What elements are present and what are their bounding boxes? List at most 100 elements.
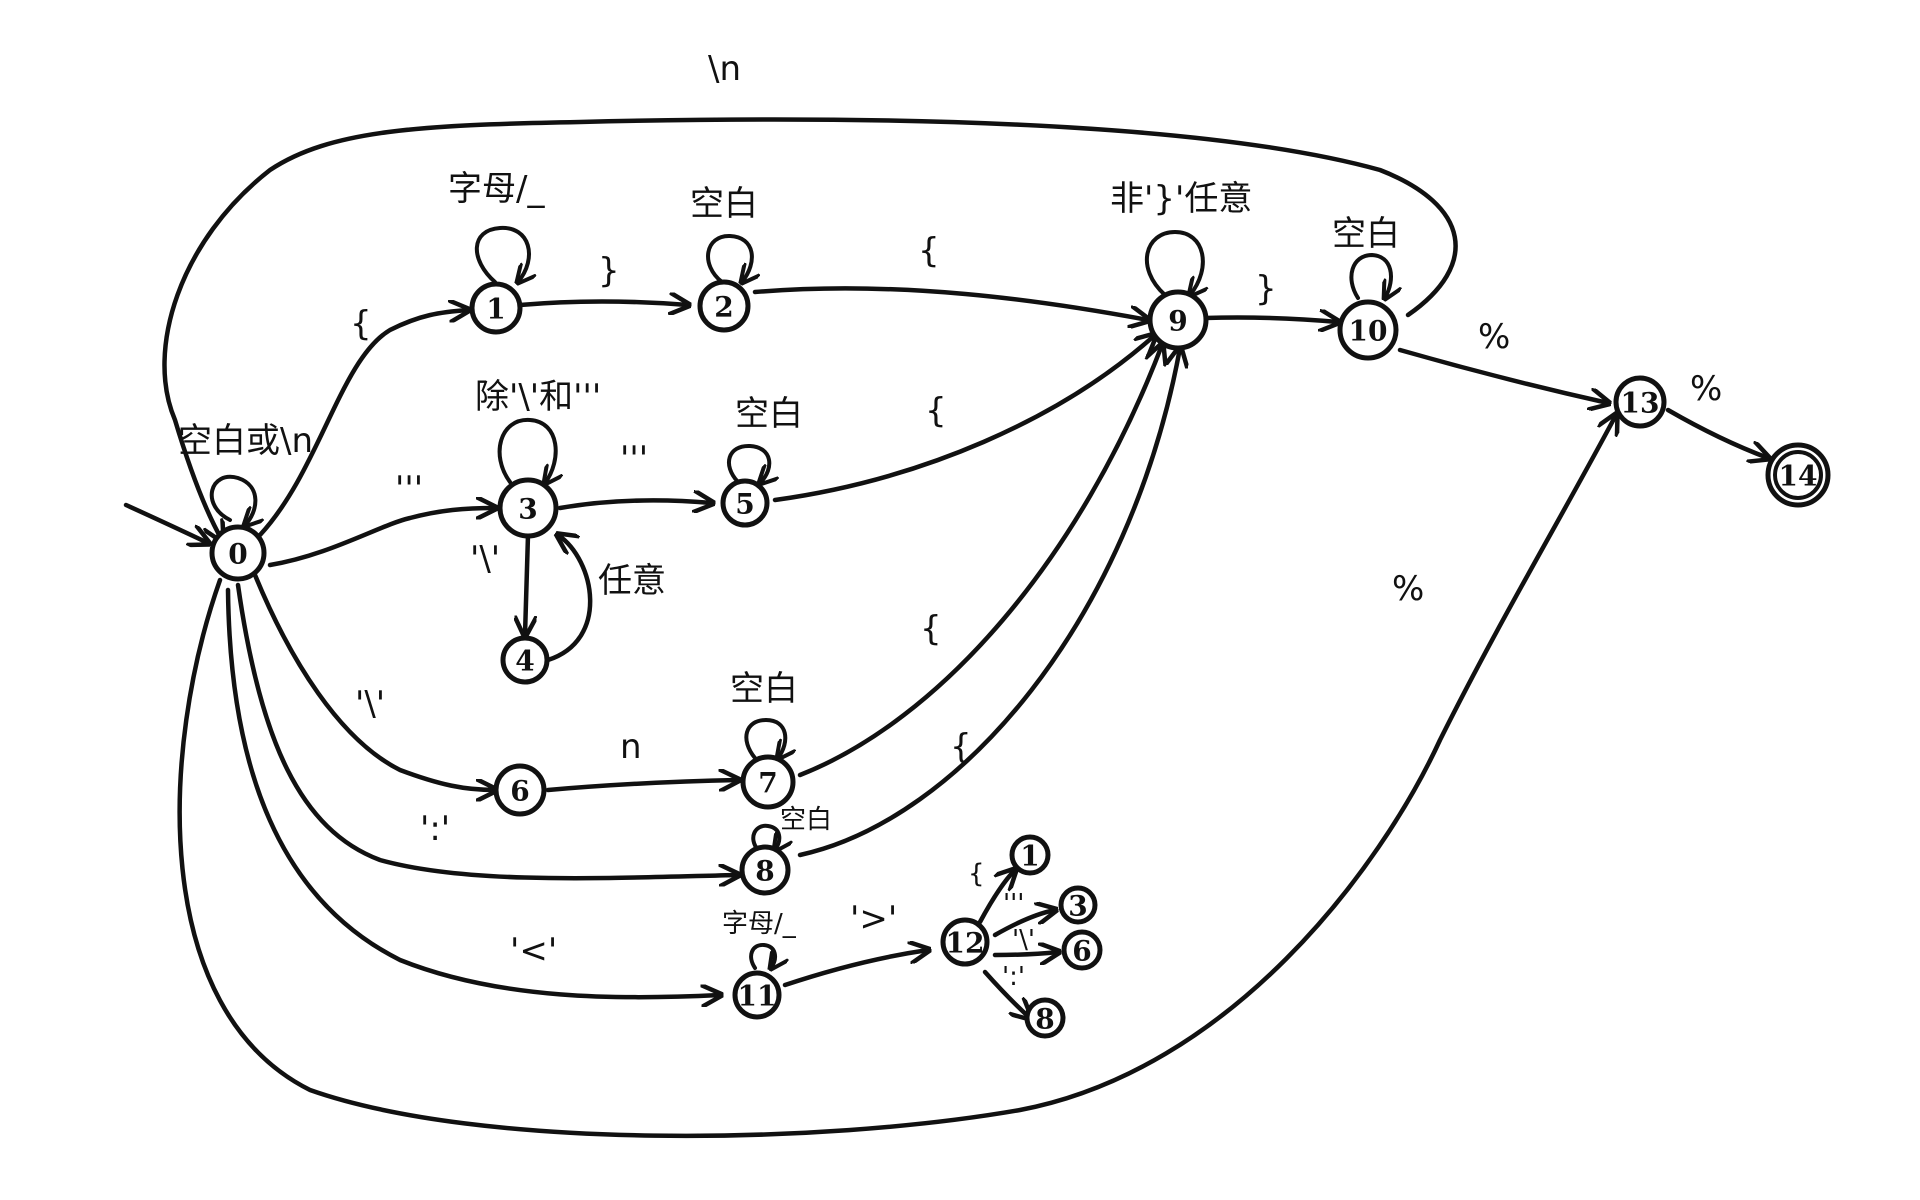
label-e-0-13: % bbox=[1392, 569, 1424, 609]
edge-0-8 bbox=[235, 582, 738, 878]
label-loop-s0: 空白或\n bbox=[178, 421, 313, 461]
label-e-9-10: } bbox=[1255, 269, 1277, 309]
label-e-12-1: { bbox=[968, 859, 985, 889]
label-e-12-6: '\' bbox=[1012, 925, 1035, 955]
state-label: 6 bbox=[1072, 935, 1091, 968]
state-label: 10 bbox=[1349, 315, 1388, 348]
state-node-s7: 7 bbox=[740, 754, 796, 810]
state-node-s14: 14 bbox=[1765, 442, 1831, 508]
state-circle bbox=[1613, 375, 1667, 429]
state-circle bbox=[1009, 834, 1051, 876]
state-node-r8: 8 bbox=[1024, 997, 1066, 1039]
label-e-0-3: ''' bbox=[395, 469, 423, 509]
edge-13-14 bbox=[1665, 407, 1768, 458]
edge-0-6 bbox=[252, 572, 495, 790]
label-e-8-9: { bbox=[950, 727, 972, 767]
state-node-s8: 8 bbox=[739, 844, 791, 896]
loop-s7 bbox=[744, 717, 785, 758]
state-circle bbox=[1024, 997, 1066, 1039]
state-label: 2 bbox=[714, 291, 733, 324]
state-node-s13: 13 bbox=[1613, 375, 1667, 429]
start-arrow bbox=[123, 502, 208, 543]
edge-12-r3 bbox=[992, 910, 1055, 938]
loop-s9 bbox=[1145, 229, 1203, 295]
state-label: 6 bbox=[510, 775, 529, 808]
edge-3-5 bbox=[557, 500, 712, 508]
state-circle bbox=[740, 754, 796, 810]
label-e-0-1: { bbox=[350, 304, 372, 344]
state-node-s2: 2 bbox=[697, 279, 751, 333]
label-e-12-3: ''' bbox=[1003, 889, 1024, 919]
edge-0-11 bbox=[225, 587, 720, 997]
edge-5-9 bbox=[772, 335, 1155, 503]
edge-11-12 bbox=[782, 950, 928, 988]
loop-s0 bbox=[209, 474, 256, 525]
label-loop-s2: 空白 bbox=[690, 184, 758, 224]
state-node-s0: 0 bbox=[209, 524, 267, 582]
self-loops bbox=[209, 225, 1391, 968]
edge-12-r1 bbox=[977, 870, 1015, 925]
edge-0-3 bbox=[267, 508, 495, 568]
edge-10-13 bbox=[1397, 347, 1608, 403]
label-e-0-11: '<' bbox=[510, 931, 557, 971]
state-node-s3: 3 bbox=[497, 477, 559, 539]
label-loop-s11: 字母/_ bbox=[722, 909, 797, 939]
label-e-7-9: { bbox=[920, 609, 942, 649]
state-node-r6: 6 bbox=[1061, 929, 1103, 971]
edge-3-4 bbox=[525, 532, 528, 635]
state-label: 1 bbox=[486, 293, 505, 326]
state-node-s4: 4 bbox=[500, 635, 550, 685]
state-circle bbox=[469, 281, 523, 335]
label-e-13-14: % bbox=[1690, 369, 1722, 409]
label-e-10-13: % bbox=[1478, 317, 1510, 357]
state-label: 13 bbox=[1621, 387, 1660, 420]
state-node-r1: 1 bbox=[1009, 834, 1051, 876]
labels: \n 空白或\n 字母/_ 空白 除'\'和''' 空白 空白 空白 非'}'任… bbox=[178, 49, 1722, 992]
label-e-6-7: n bbox=[620, 727, 642, 767]
label-loop-s9: 非'}'任意 bbox=[1110, 179, 1252, 219]
state-node-r3: 3 bbox=[1058, 885, 1098, 925]
label-e-12-8: ':' bbox=[1002, 962, 1025, 992]
edge-4-3 bbox=[545, 535, 593, 663]
state-node-s5: 5 bbox=[720, 478, 770, 528]
label-loop-s5: 空白 bbox=[735, 394, 803, 434]
state-circle bbox=[1061, 929, 1103, 971]
label-e-1-2: } bbox=[598, 251, 620, 291]
state-label: 4 bbox=[515, 645, 534, 678]
loop-s11 bbox=[749, 942, 775, 968]
loop-s1 bbox=[474, 225, 529, 282]
state-circle bbox=[1147, 289, 1209, 351]
accepting-ring bbox=[1773, 450, 1823, 500]
loop-s5 bbox=[727, 443, 769, 483]
state-circle bbox=[697, 279, 751, 333]
edge-2-9 bbox=[752, 286, 1148, 320]
state-circle bbox=[1337, 299, 1399, 361]
state-label: 3 bbox=[518, 493, 537, 526]
edge-7-9 bbox=[797, 345, 1162, 778]
label-e-4-3: 任意 bbox=[598, 561, 666, 601]
loop-s8 bbox=[751, 823, 779, 850]
edge-8-9 bbox=[797, 348, 1180, 858]
label-loop-s8: 空白 bbox=[780, 805, 832, 835]
state-label: 1 bbox=[1020, 840, 1039, 873]
loop-s2 bbox=[706, 233, 752, 282]
state-label: 3 bbox=[1068, 890, 1087, 923]
edge-12-r6 bbox=[992, 952, 1058, 955]
state-node-s10: 10 bbox=[1337, 299, 1399, 361]
edge-9-10 bbox=[1202, 318, 1338, 323]
label-loop-s10: 空白 bbox=[1332, 214, 1400, 254]
state-node-s11: 11 bbox=[732, 970, 782, 1020]
loop-s10 bbox=[1349, 252, 1391, 298]
label-e-11-12: '>' bbox=[850, 899, 897, 939]
label-e-3-5: ''' bbox=[620, 439, 648, 479]
state-label: 11 bbox=[738, 980, 777, 1013]
edge-0-13-percent bbox=[177, 415, 1616, 1139]
edge-0-1 bbox=[257, 310, 468, 538]
state-circle bbox=[497, 477, 559, 539]
state-label: 14 bbox=[1779, 460, 1818, 493]
state-circle bbox=[493, 763, 547, 817]
state-label: 12 bbox=[946, 927, 985, 960]
state-label: 8 bbox=[755, 855, 774, 888]
